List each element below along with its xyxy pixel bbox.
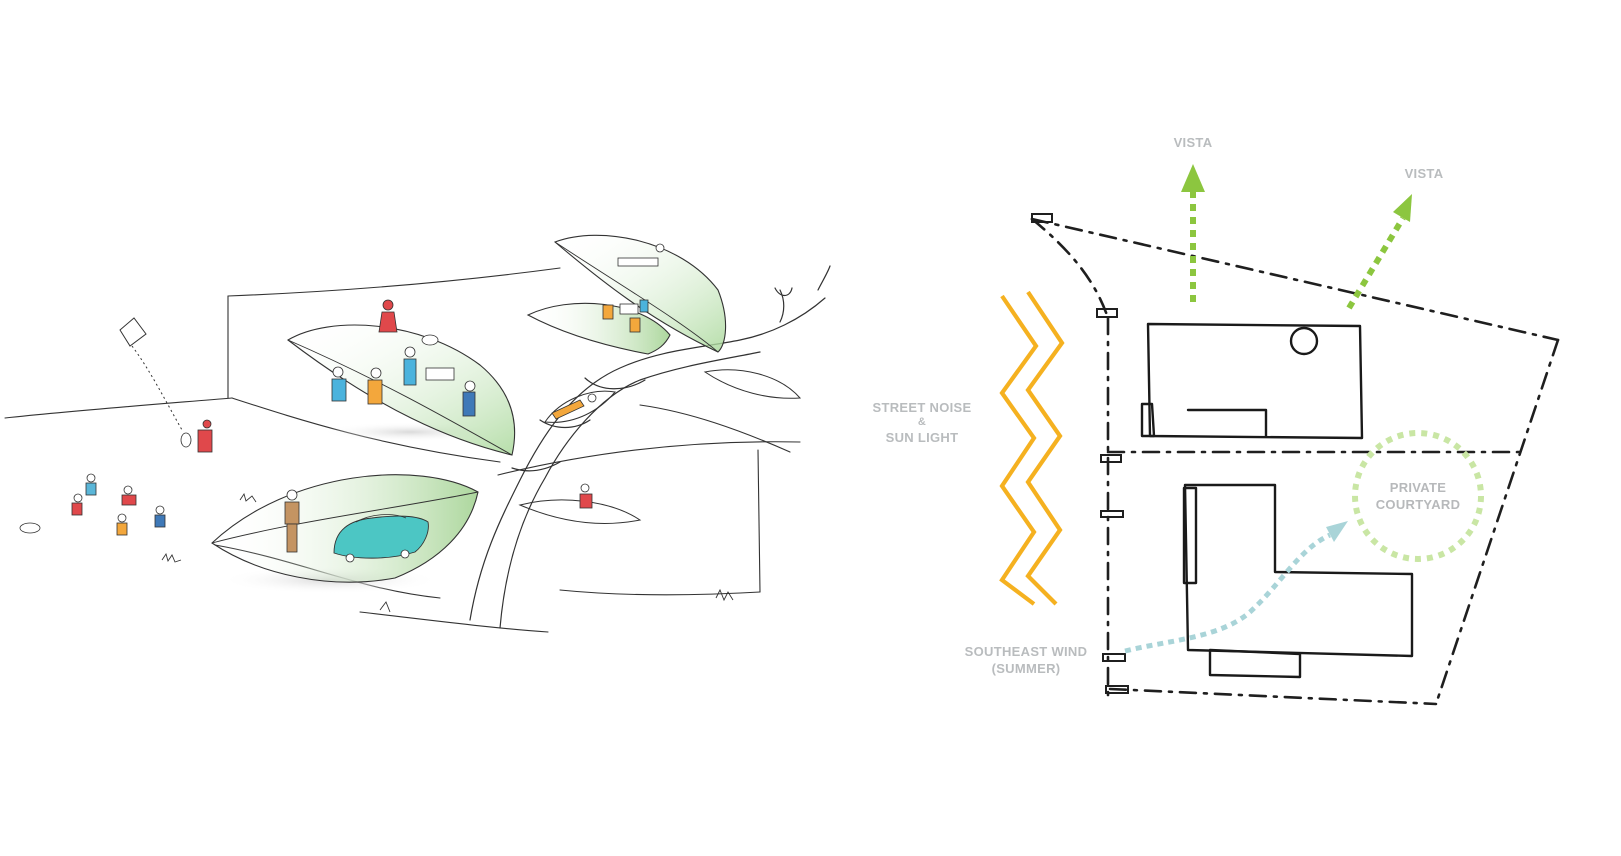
kite [119,317,183,431]
southeast-wind-label: SOUTHEAST WIND (SUMMER) [958,643,1094,677]
upper-leaves [518,234,802,524]
wind-line-2: (SUMMER) [991,661,1061,676]
picnic-leaf [287,324,516,456]
building-outlines [1140,322,1414,679]
leaf-concept-sketch [4,234,831,633]
wind-line-1: SOUTHEAST WIND [964,644,1088,659]
car [333,514,429,563]
figures [19,243,665,553]
courtyard-ring [1352,430,1484,562]
street-noise-line-2: & [917,416,927,428]
boundary-markers [1031,213,1129,694]
street-noise-label: STREET NOISE & SUN LIGHT [866,399,978,446]
courtyard-line-1: PRIVATE [1389,480,1447,495]
noise-zigzag [999,290,1065,606]
vista-label-north: VISTA [1173,135,1213,150]
wind-arrow [1124,521,1348,654]
vista-arrows [1181,164,1412,310]
grass-tufts [161,492,734,613]
vista-label-northeast: VISTA [1404,166,1444,181]
street-noise-line-1: STREET NOISE [872,400,972,415]
private-courtyard-label: PRIVATE COURTYARD [1370,479,1466,513]
courtyard-line-2: COURTYARD [1375,497,1461,512]
vine-stem [469,265,831,629]
site-analysis-diagram [999,164,1560,706]
site-boundary [1030,217,1560,706]
street-noise-line-3: SUN LIGHT [885,430,959,445]
